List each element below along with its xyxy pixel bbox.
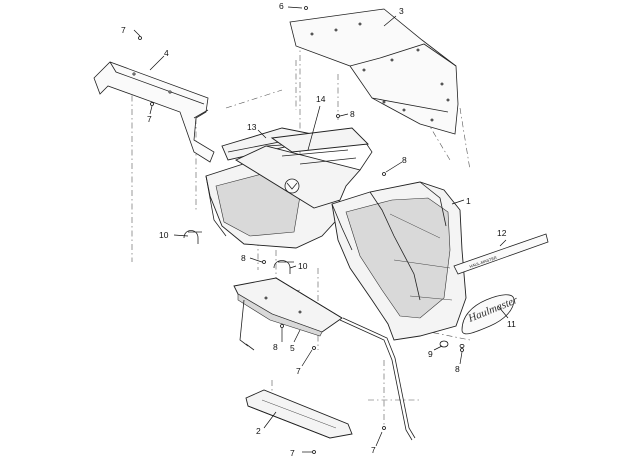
bracket-hole-icon (168, 90, 172, 94)
nut-icon (336, 114, 340, 118)
part-3-top-panel (289, 8, 459, 135)
part-5-lower-bracket (233, 277, 343, 351)
callout-8: 8 (241, 253, 246, 263)
callout-14: 14 (316, 94, 326, 104)
bracket-hole-icon (264, 296, 268, 300)
nut-icon (262, 260, 266, 264)
fasteners (138, 6, 464, 454)
callout-7: 7 (290, 448, 295, 458)
spacer-icon (439, 340, 449, 348)
part-12-decal-strip: HAUL-MASTER (453, 233, 549, 275)
support-rod (339, 317, 416, 441)
callout-7: 7 (147, 114, 152, 124)
bracket-hole-icon (132, 72, 136, 76)
callout-4: 4 (164, 48, 169, 58)
screw-icon (138, 36, 142, 40)
part-9-spacer (439, 340, 465, 348)
clip-left (183, 230, 202, 244)
nut-icon (459, 343, 465, 348)
callout-8: 8 (350, 109, 355, 119)
callout-9: 9 (428, 349, 433, 359)
cross-member (235, 127, 373, 209)
leader-lines (133, 6, 509, 453)
callout-13: 13 (247, 122, 257, 132)
callout-3: 3 (399, 6, 404, 16)
callout-7: 7 (121, 25, 126, 35)
nut-icon (382, 172, 386, 176)
callout-6: 6 (279, 1, 284, 11)
nut-icon (280, 324, 284, 328)
part-14-emblem (284, 178, 300, 194)
screw-icon (382, 426, 386, 430)
screw-icon (304, 6, 308, 10)
callout-7: 7 (296, 366, 301, 376)
screw-icon (312, 450, 316, 454)
callout-8: 8 (402, 155, 407, 165)
bracket-hole-icon (298, 310, 302, 314)
callout-2: 2 (256, 426, 261, 436)
part-2-rear-strip (245, 389, 353, 439)
callout-12: 12 (497, 228, 507, 238)
callout-10: 10 (159, 230, 169, 240)
callout-labels: 7 6 3 4 7 14 8 13 8 1 10 8 10 12 11 8 5 … (121, 1, 516, 458)
callout-10: 10 (298, 261, 308, 271)
clip-right (273, 260, 294, 274)
callout-5: 5 (290, 343, 295, 353)
top-panel-rivets (310, 22, 450, 122)
callout-11: 11 (507, 319, 516, 329)
callout-8: 8 (455, 364, 460, 374)
screw-icon (150, 102, 154, 106)
screw-icon (312, 346, 316, 350)
callout-7: 7 (371, 445, 376, 455)
callout-8: 8 (273, 342, 278, 352)
nut-icon (460, 348, 464, 352)
part-4-upper-bracket (93, 61, 215, 163)
part-1-main-body (331, 181, 467, 341)
callout-1: 1 (466, 196, 471, 206)
